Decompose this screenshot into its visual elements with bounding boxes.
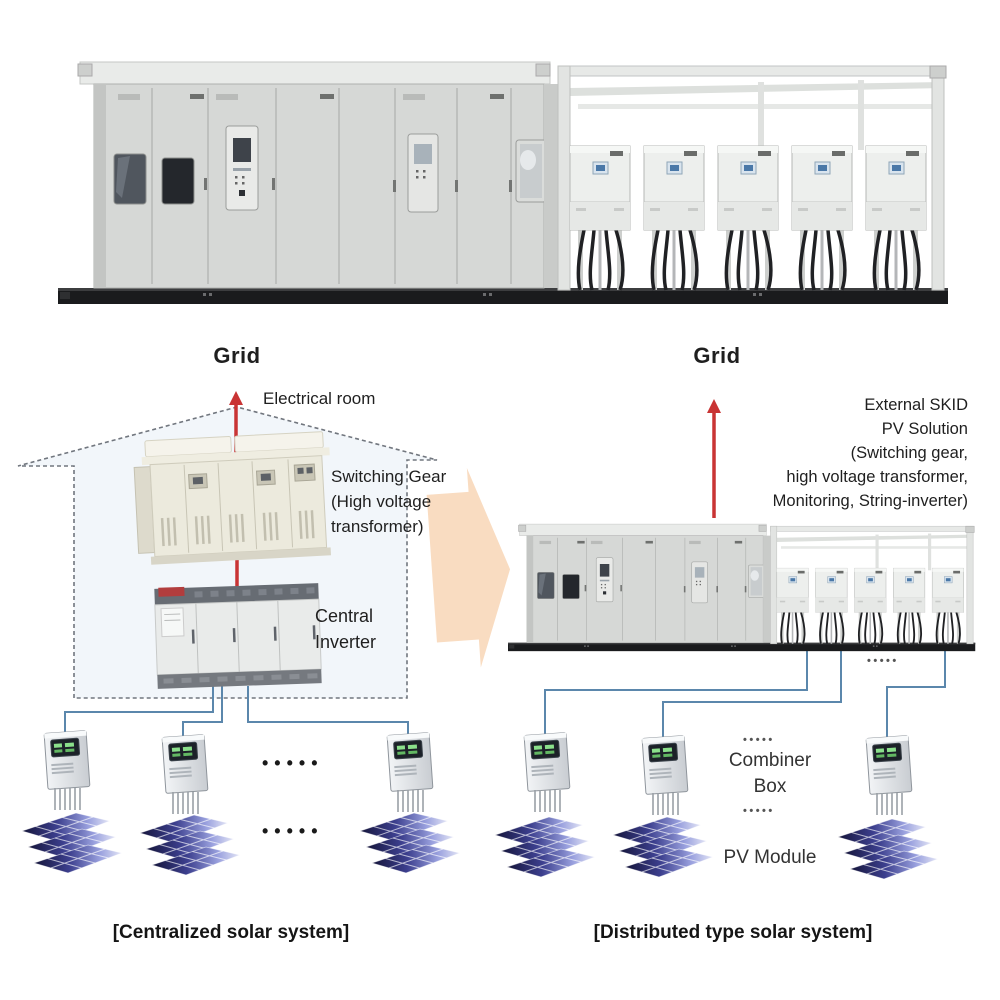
ellipsis-pv-right: ••••• (743, 805, 775, 817)
combiner-box (386, 731, 434, 813)
ellipsis-pv-left: ••••• (262, 821, 324, 841)
pv-module-label: PV Module (723, 847, 817, 868)
pv-module (140, 815, 240, 875)
grid-label-right: Grid (693, 343, 741, 368)
pv-module (613, 817, 713, 877)
caption-centralized: [Centralized solar system] (112, 922, 350, 943)
combiner-box (161, 733, 209, 815)
pv-module (360, 813, 460, 873)
external-skid-label: External SKID PV Solution (Switching gea… (772, 396, 968, 510)
combiner-box (43, 729, 91, 811)
pv-module (22, 813, 122, 873)
electrical-room-label: Electrical room (263, 389, 376, 408)
skid-photo (58, 62, 948, 304)
dc-connection-lines (64, 650, 946, 737)
pv-module (495, 817, 595, 877)
caption-distributed: [Distributed type solar system] (593, 922, 873, 943)
grid-label-left: Grid (213, 343, 261, 368)
combiner-box-label: Combiner Box (728, 750, 812, 797)
grid-arrow-right (707, 399, 721, 518)
combiner-box (641, 734, 689, 816)
ellipsis-inverters-right: ••••• (867, 655, 899, 667)
transition-arrow (426, 467, 511, 668)
ellipsis-combiner-right: ••••• (743, 734, 775, 746)
central-inverter-illustration (154, 583, 322, 689)
switching-gear-illustration (133, 431, 332, 565)
combiner-box (523, 731, 571, 813)
skid-mini-illustration (508, 524, 975, 651)
combiner-box (865, 734, 913, 816)
pv-module (838, 819, 938, 879)
switching-gear-label: Switching Gear (High voltage transformer… (331, 467, 447, 536)
ellipsis-combiner-left: ••••• (262, 753, 324, 773)
central-inverter-label: Central Inverter (315, 606, 377, 652)
